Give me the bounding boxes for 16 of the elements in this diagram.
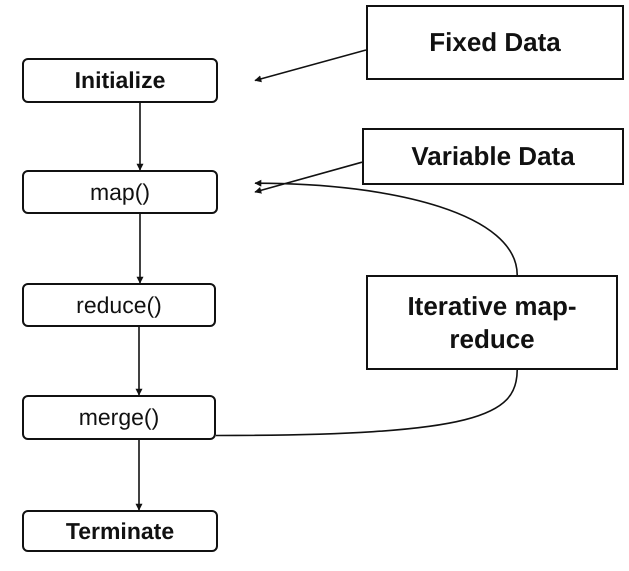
arrow [254,49,366,82]
process-box: merge() [22,395,216,440]
process-box: reduce() [22,283,216,327]
arrow [136,327,142,396]
arrow [254,161,362,194]
process-box: Terminate [22,510,218,552]
connector-line [216,370,518,436]
arrow [136,440,142,511]
arrow [136,103,144,171]
arrow [254,180,518,276]
input-box: Variable Data [362,128,624,185]
process-box: map() [22,170,218,214]
process-box: Initialize [22,58,218,103]
note-box: Iterative map-reduce [366,275,618,370]
arrow [136,214,144,284]
input-box: Fixed Data [366,5,624,80]
